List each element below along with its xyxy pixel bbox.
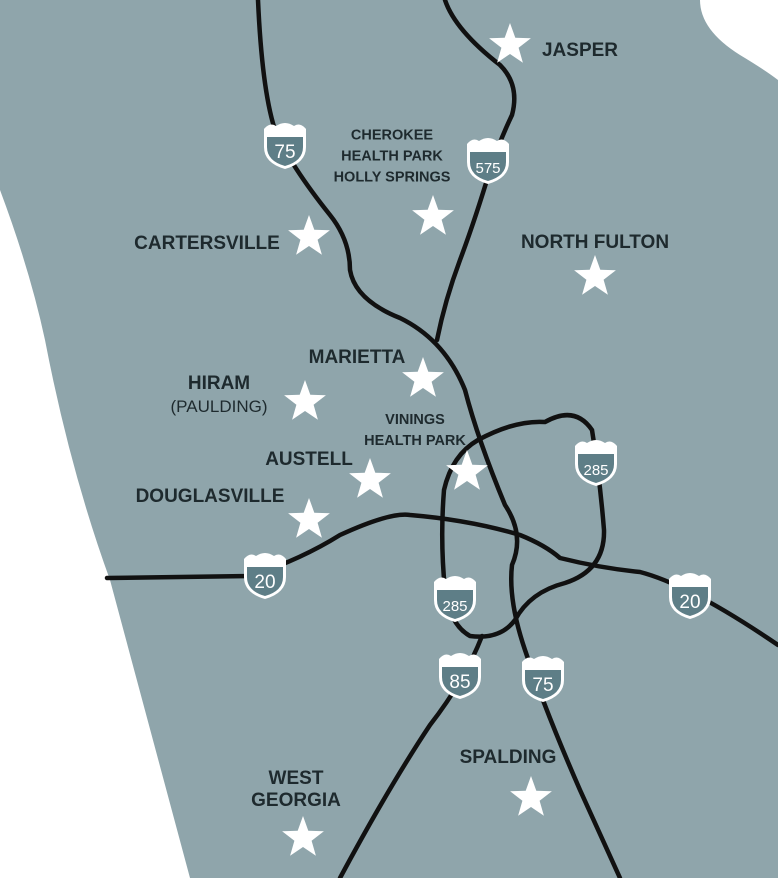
label-hiram: HIRAM — [187, 373, 251, 395]
interstate-shield-icon: 75 — [522, 656, 564, 702]
shield-number: 75 — [532, 675, 553, 696]
label-vinings: VININGS HEALTH PARK — [364, 410, 466, 452]
location-star-icon — [288, 498, 330, 538]
shield-number: 285 — [442, 598, 467, 615]
label-line: HEALTH PARK — [364, 433, 466, 449]
label-line: GEORGIA — [251, 790, 341, 811]
label-cherokee: CHEROKEE HEALTH PARK HOLLY SPRINGS — [334, 125, 451, 188]
label-spalding: SPALDING — [459, 747, 557, 769]
location-star-icon — [446, 450, 488, 490]
interstate-shield-icon: 85 — [439, 653, 481, 699]
shield-number: 575 — [475, 160, 500, 177]
label-line: CHEROKEE — [350, 127, 434, 144]
location-star-icon — [402, 357, 444, 397]
shield-number: 20 — [254, 572, 275, 593]
location-star-icon — [288, 215, 330, 255]
interstate-shield-icon: 575 — [467, 138, 509, 184]
label-marietta: MARIETTA — [308, 347, 406, 369]
location-star-icon — [574, 255, 616, 295]
label-line: HEALTH PARK — [341, 148, 443, 165]
label-west-georgia: WEST GEORGIA — [251, 768, 341, 812]
label-jasper: JASPER — [541, 40, 619, 62]
location-star-icon — [282, 816, 324, 856]
shield-number: 20 — [679, 592, 700, 613]
label-cartersville: CARTERSVILLE — [134, 233, 280, 255]
label-hiram-sub: (PAULDING) — [170, 397, 268, 417]
interstate-shield-icon: 20 — [669, 573, 711, 619]
location-star-icon — [489, 23, 531, 63]
shield-number: 75 — [274, 142, 295, 163]
label-north-fulton: NORTH FULTON — [520, 232, 670, 254]
outside-area-left — [0, 190, 190, 878]
road-i285-loop — [439, 412, 607, 639]
outside-area-top-right — [700, 0, 778, 80]
location-star-icon — [349, 458, 391, 498]
interstate-shield-icon: 285 — [434, 576, 476, 622]
location-star-icon — [412, 195, 454, 235]
shield-number: 85 — [449, 672, 470, 693]
location-star-icon — [284, 380, 326, 420]
label-austell: AUSTELL — [265, 449, 353, 471]
label-douglasville: DOUGLASVILLE — [135, 486, 285, 508]
road-i20 — [104, 512, 778, 648]
label-line: WEST — [268, 768, 324, 790]
interstate-shield-icon: 20 — [244, 553, 286, 599]
label-line: VININGS — [385, 411, 445, 428]
shield-number: 285 — [583, 462, 608, 479]
label-line: HOLLY SPRINGS — [333, 169, 451, 186]
interstate-shield-icon: 75 — [264, 123, 306, 169]
location-star-icon — [510, 776, 552, 816]
interstate-shield-icon: 285 — [575, 440, 617, 486]
